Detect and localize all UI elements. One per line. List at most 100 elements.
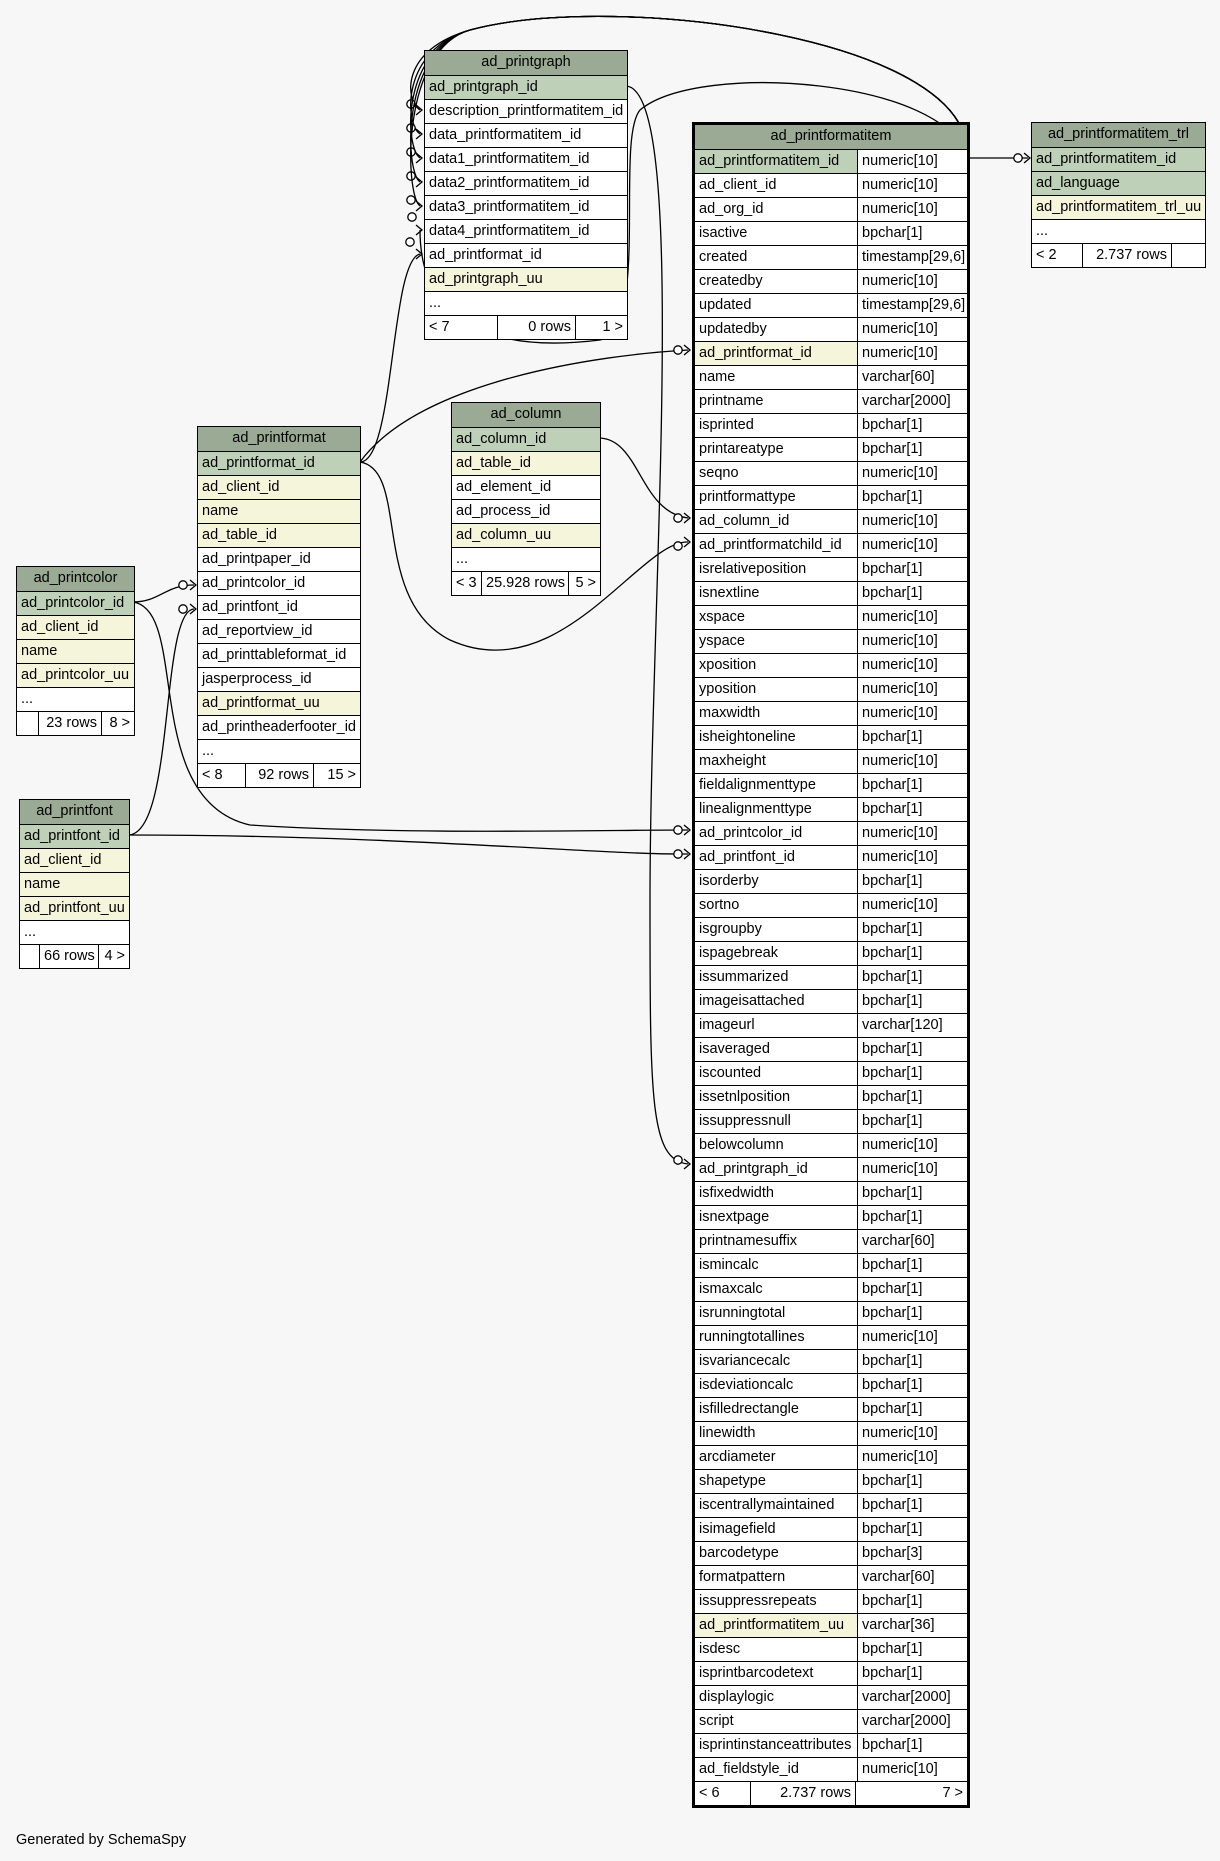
column-row[interactable]: ad_table_id	[198, 523, 360, 547]
column-row[interactable]: ...	[1032, 219, 1205, 243]
column-row[interactable]: data1_printformatitem_id	[425, 147, 627, 171]
child-count[interactable]	[1171, 244, 1205, 267]
parent-count[interactable]: < 3	[456, 575, 477, 591]
column-row[interactable]: ad_process_id	[452, 499, 600, 523]
table-header[interactable]: ad_column	[452, 403, 600, 427]
child-count[interactable]: 1 >	[575, 316, 627, 339]
column-row[interactable]: data2_printformatitem_id	[425, 171, 627, 195]
column-row[interactable]: ad_client_id	[198, 475, 360, 499]
column-row[interactable]: ad_client_id	[20, 848, 129, 872]
table-header[interactable]: ad_printcolor	[17, 567, 134, 591]
table-header[interactable]: ad_printformat	[198, 427, 360, 451]
primary-key-column[interactable]: ad_printgraph_id	[425, 75, 627, 99]
column-row[interactable]: ad_reportview_id	[198, 619, 360, 643]
column-row[interactable]: jasperprocess_id	[198, 667, 360, 691]
column-row[interactable]: ...	[452, 547, 600, 571]
primary-key-column[interactable]: ad_printcolor_id	[17, 591, 134, 615]
column-row[interactable]: ad_printformatitem_trl_uu	[1032, 195, 1205, 219]
parent-count[interactable]	[20, 945, 39, 968]
column-row[interactable]: ad_client_id	[17, 615, 134, 639]
parent-count[interactable]: < 6	[699, 1785, 720, 1801]
table-header[interactable]: ad_printfont	[20, 800, 129, 824]
primary-key-column[interactable]: ad_language	[1032, 171, 1205, 195]
parent-count[interactable]: < 7	[429, 319, 450, 335]
column-row[interactable]: ...	[198, 739, 360, 763]
column-row[interactable]: ad_printtableformat_id	[198, 643, 360, 667]
column-row[interactable]: ad_printformat_uu	[198, 691, 360, 715]
column-row[interactable]: description_printformatitem_id	[425, 99, 627, 123]
child-count[interactable]: 15 >	[313, 764, 360, 787]
column-row[interactable]: ad_printfont_uu	[20, 896, 129, 920]
column-row[interactable]: ad_printformat_id	[425, 243, 627, 267]
primary-key-column[interactable]: ad_column_id	[452, 427, 600, 451]
child-count[interactable]: 7 >	[855, 1782, 967, 1805]
child-count[interactable]: 4 >	[98, 945, 129, 968]
column-row[interactable]: ad_printheaderfooter_id	[198, 715, 360, 739]
column-row[interactable]: ...	[425, 291, 627, 315]
column-row[interactable]: data_printformatitem_id	[425, 123, 627, 147]
column-row[interactable]: ...	[17, 687, 134, 711]
child-count[interactable]: 8 >	[101, 712, 134, 735]
column-row[interactable]: ad_element_id	[452, 475, 600, 499]
column-row[interactable]: data4_printformatitem_id	[425, 219, 627, 243]
column-row[interactable]: ad_printcolor_uu	[17, 663, 134, 687]
primary-key-column[interactable]: ad_printformat_id	[198, 451, 360, 475]
table-header[interactable]: ad_printgraph	[425, 51, 627, 75]
parent-count[interactable]	[17, 712, 38, 735]
